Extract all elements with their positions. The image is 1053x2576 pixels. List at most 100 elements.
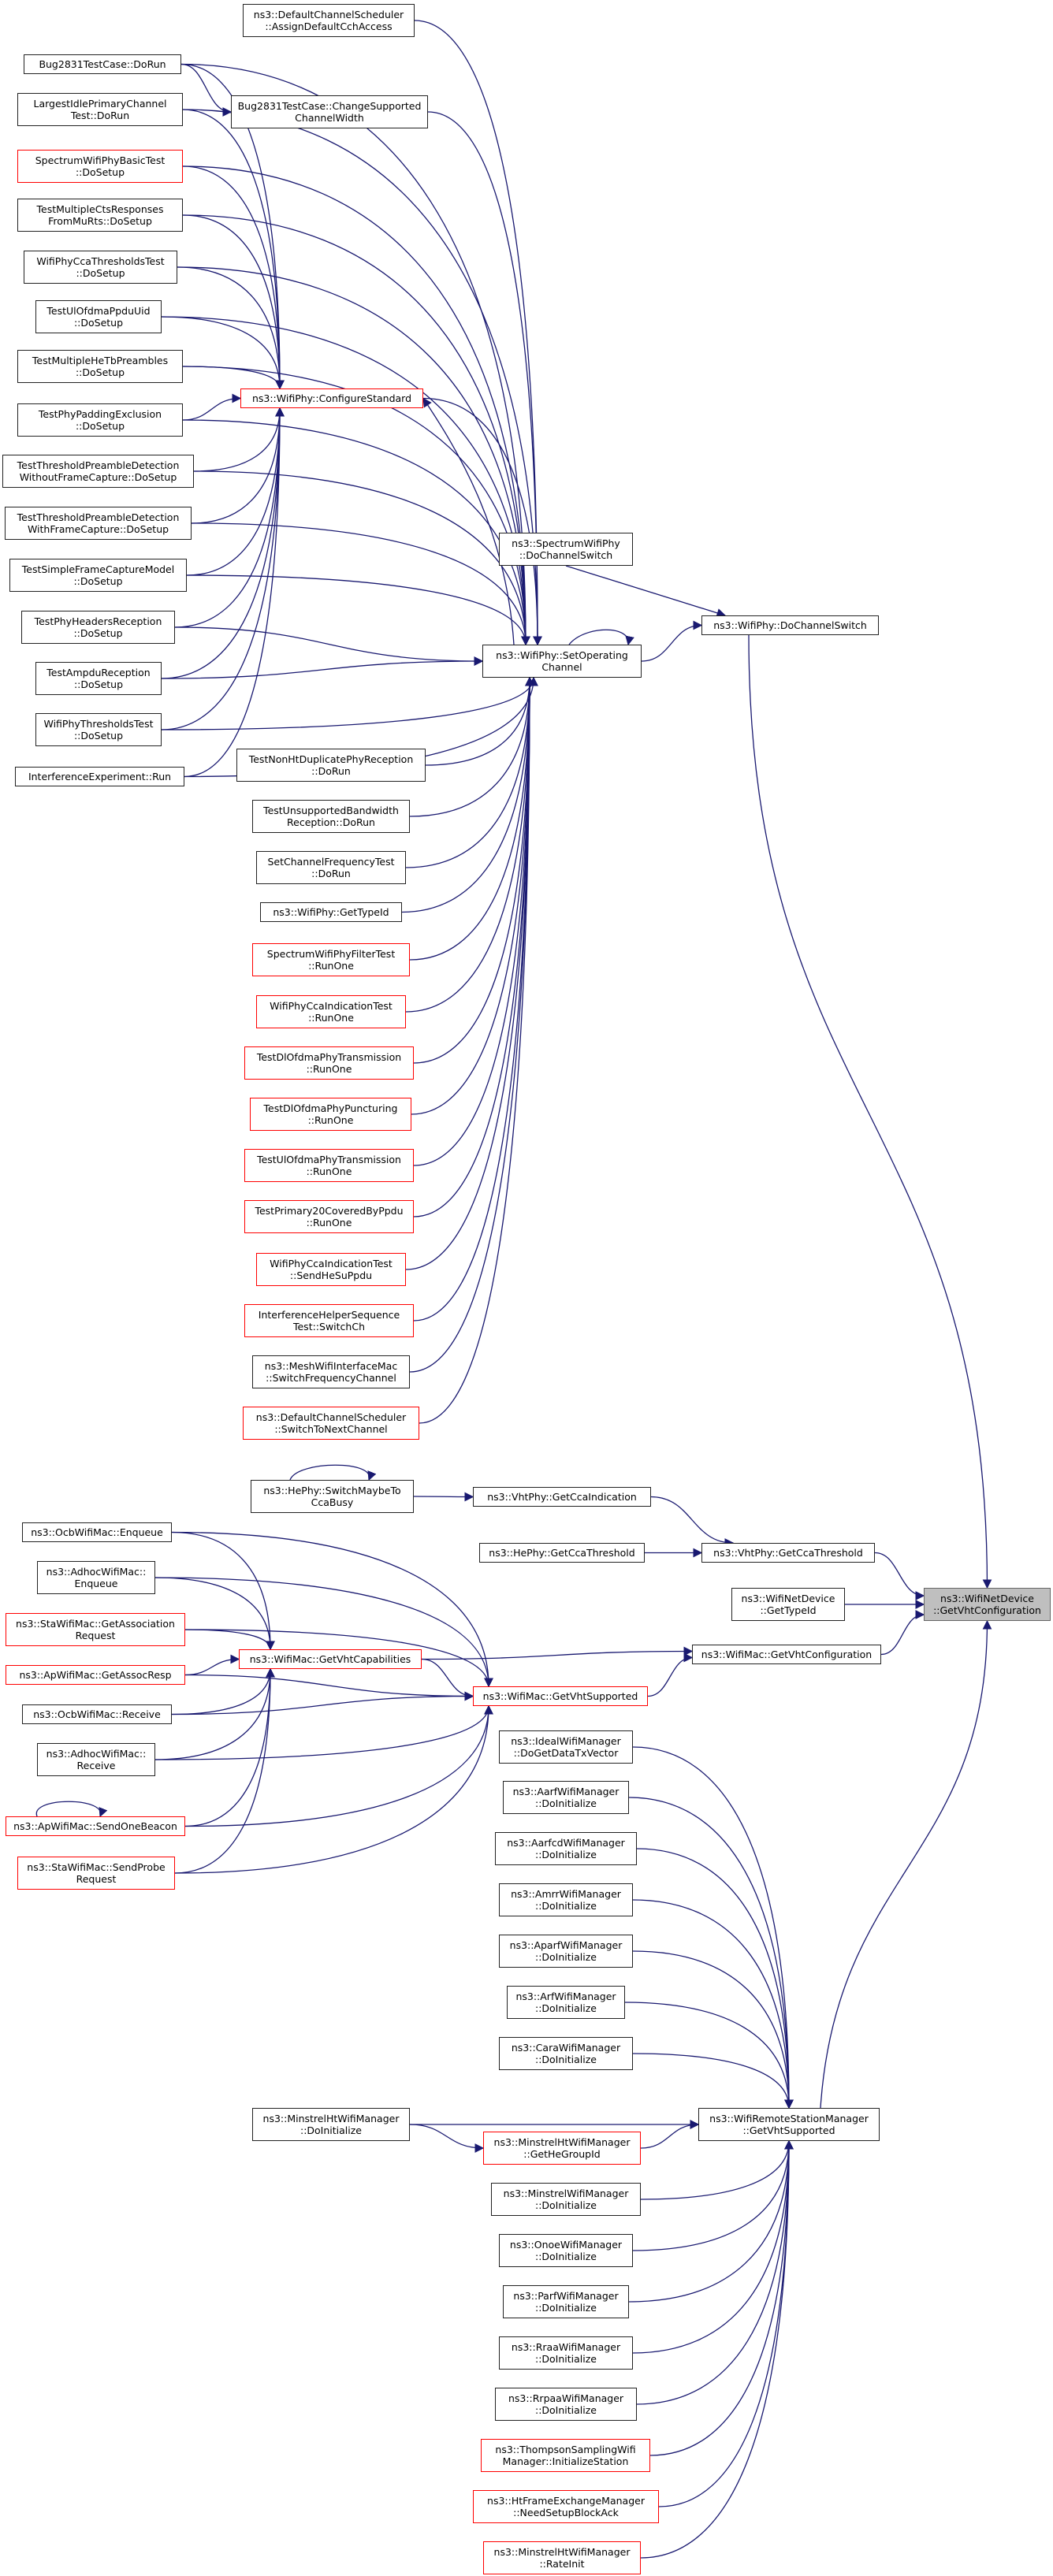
edge-n54-n61 bbox=[628, 1797, 794, 2109]
node-ideal-wifi-manager-do-get-data-tx-vector[interactable]: ns3::IdealWifiManager::DoGetDataTxVector bbox=[499, 1730, 633, 1764]
edge-n9-n10 bbox=[182, 366, 285, 390]
node-ocb-wifi-mac-receive[interactable]: ns3::OcbWifiMac::Receive bbox=[22, 1704, 172, 1724]
node-adhoc-wifi-mac-enqueue[interactable]: ns3::AdhocWifiMac::Enqueue bbox=[37, 1561, 155, 1594]
edge-n45-n48 bbox=[421, 1658, 474, 1701]
node-ul-ofdma-ppdu-uid[interactable]: TestUlOfdmaPpduUid::DoSetup bbox=[35, 300, 162, 333]
edge-n6-n18 bbox=[182, 214, 530, 646]
node-label-1: Bug2831TestCase::ChangeSupported bbox=[237, 100, 422, 112]
edge-n21-n10 bbox=[184, 407, 285, 778]
node-spectrum-wifi-phy-basic-test[interactable]: SpectrumWifiPhyBasicTest::DoSetup bbox=[17, 150, 183, 183]
node-dl-ofdma-phy-transmission[interactable]: TestDlOfdmaPhyTransmission::RunOne bbox=[244, 1046, 414, 1080]
node-ap-wifi-mac-send-one-beacon[interactable]: ns3::ApWifiMac::SendOneBeacon bbox=[6, 1816, 185, 1836]
node-amrr-wifi-manager-do-initialize[interactable]: ns3::AmrrWifiManager::DoInitialize bbox=[499, 1883, 633, 1916]
node-dl-ofdma-phy-puncturing[interactable]: TestDlOfdmaPhyPuncturing::RunOne bbox=[250, 1098, 411, 1131]
node-wifi-net-device-get-vht-configuration[interactable]: ns3::WifiNetDevice::GetVhtConfiguration bbox=[924, 1588, 1051, 1621]
edge-n51-self bbox=[35, 1801, 108, 1818]
node-minstrel-ht-wifi-manager-get-he-group-id[interactable]: ns3::MinstrelHtWifiManager::GetHeGroupId bbox=[483, 2132, 641, 2165]
node-arf-wifi-manager-do-initialize[interactable]: ns3::ArfWifiManager::DoInitialize bbox=[507, 1986, 625, 2019]
node-cca-indication-test-runone[interactable]: WifiPhyCcaIndicationTest::RunOne bbox=[256, 995, 406, 1028]
node-bug2831-dorun[interactable]: Bug2831TestCase::DoRun bbox=[24, 54, 181, 74]
node-label-2: ::DoRun bbox=[311, 868, 351, 879]
node-label-1: ns3::AarfWifiManager bbox=[512, 1786, 620, 1797]
edge-n30-n18 bbox=[413, 676, 534, 1166]
node-default-channel-scheduler-switch[interactable]: ns3::DefaultChannelScheduler::SwitchToNe… bbox=[243, 1407, 419, 1440]
node-label-2: ::RunOne bbox=[306, 1217, 352, 1229]
node-multiple-he-tb-preambles[interactable]: TestMultipleHeTbPreambles::DoSetup bbox=[17, 350, 183, 383]
node-label-2: Request bbox=[75, 1630, 116, 1641]
node-cara-wifi-manager-do-initialize[interactable]: ns3::CaraWifiManager::DoInitialize bbox=[499, 2037, 633, 2070]
node-non-ht-duplicate-phy-reception[interactable]: TestNonHtDuplicatePhyReception::DoRun bbox=[236, 749, 426, 782]
node-label-1: ns3::MeshWifiInterfaceMac bbox=[264, 1360, 398, 1372]
node-label-2: ::DoSetup bbox=[75, 366, 125, 378]
node-aarfcd-wifi-manager-do-initialize[interactable]: ns3::AarfcdWifiManager::DoInitialize bbox=[495, 1832, 637, 1865]
node-spectrum-wifi-phy-do-channel-switch[interactable]: ns3::SpectrumWifiPhy::DoChannelSwitch bbox=[499, 533, 633, 566]
edge-n65-n61 bbox=[628, 2139, 794, 2303]
node-parf-wifi-manager-do-initialize[interactable]: ns3::ParfWifiManager::DoInitialize bbox=[503, 2285, 629, 2318]
node-wifi-remote-station-manager-get-vht-supported[interactable]: ns3::WifiRemoteStationManager::GetVhtSup… bbox=[698, 2108, 880, 2141]
node-label-1: LargestIdlePrimaryChannel bbox=[33, 98, 167, 110]
node-ampdu-reception[interactable]: TestAmpduReception::DoSetup bbox=[35, 662, 162, 695]
node-label-1: ns3::VhtPhy::GetCcaThreshold bbox=[713, 1547, 863, 1559]
node-label-1: ns3::OnoeWifiManager bbox=[509, 2239, 623, 2251]
node-vht-phy-get-cca-threshold[interactable]: ns3::VhtPhy::GetCcaThreshold bbox=[701, 1543, 875, 1563]
node-default-channel-scheduler-assign[interactable]: ns3::DefaultChannelScheduler::AssignDefa… bbox=[243, 4, 415, 37]
node-label-2: ::DoInitialize bbox=[534, 1797, 597, 1809]
node-ap-wifi-mac-get-assoc-resp[interactable]: ns3::ApWifiMac::GetAssocResp bbox=[6, 1665, 185, 1685]
node-label-1: ns3::MinstrelHtWifiManager bbox=[262, 2113, 400, 2124]
node-minstrel-ht-wifi-manager-do-initialize[interactable]: ns3::MinstrelHtWifiManager::DoInitialize bbox=[252, 2108, 410, 2141]
node-phy-padding-exclusion[interactable]: TestPhyPaddingExclusion::DoSetup bbox=[17, 403, 183, 437]
node-minstrel-ht-wifi-manager-rate-init[interactable]: ns3::MinstrelHtWifiManager::RateInit bbox=[483, 2541, 641, 2574]
node-vht-phy-get-cca-indication[interactable]: ns3::VhtPhy::GetCcaIndication bbox=[473, 1487, 651, 1507]
node-wifi-net-device-get-type-id[interactable]: ns3::WifiNetDevice::GetTypeId bbox=[731, 1588, 845, 1621]
node-simple-frame-capture-model[interactable]: TestSimpleFrameCaptureModel::DoSetup bbox=[9, 559, 187, 592]
node-cca-indication-send-he-su-ppdu[interactable]: WifiPhyCcaIndicationTest::SendHeSuPpdu bbox=[256, 1253, 406, 1286]
node-label-1: ns3::WifiMac::GetVhtCapabilities bbox=[249, 1653, 411, 1665]
node-label-2: ::DoSetup bbox=[73, 627, 123, 639]
node-label-1: TestUlOfdmaPhyTransmission bbox=[257, 1154, 401, 1165]
edge-n17-n10 bbox=[174, 407, 285, 628]
node-label-1: ns3::ApWifiMac::SendOneBeacon bbox=[13, 1820, 177, 1832]
node-he-phy-get-cca-threshold[interactable]: ns3::HePhy::GetCcaThreshold bbox=[479, 1543, 645, 1563]
node-ocb-wifi-mac-enqueue[interactable]: ns3::OcbWifiMac::Enqueue bbox=[22, 1522, 172, 1542]
node-phy-headers-reception[interactable]: TestPhyHeadersReception::DoSetup bbox=[21, 611, 175, 644]
node-interference-experiment-run[interactable]: InterferenceExperiment::Run bbox=[15, 767, 184, 786]
node-wifi-phy-do-channel-switch[interactable]: ns3::WifiPhy::DoChannelSwitch bbox=[701, 615, 879, 635]
node-minstrel-wifi-manager-do-initialize[interactable]: ns3::MinstrelWifiManager::DoInitialize bbox=[491, 2183, 641, 2216]
node-spectrum-wifi-phy-filter-test[interactable]: SpectrumWifiPhyFilterTest::RunOne bbox=[252, 943, 410, 976]
edge-n22-n18 bbox=[425, 676, 534, 766]
node-primary20-covered-by-ppdu[interactable]: TestPrimary20CoveredByPpdu::RunOne bbox=[244, 1200, 414, 1233]
node-wifi-phy-thresholds-test[interactable]: WifiPhyThresholdsTest::DoSetup bbox=[35, 713, 162, 746]
edge-n33-n18 bbox=[413, 676, 534, 1321]
node-aparf-wifi-manager-do-initialize[interactable]: ns3::AparfWifiManager::DoInitialize bbox=[499, 1935, 633, 1968]
node-mesh-switch-frequency-channel[interactable]: ns3::MeshWifiInterfaceMac::SwitchFrequen… bbox=[252, 1355, 410, 1388]
node-onoe-wifi-manager-do-initialize[interactable]: ns3::OnoeWifiManager::DoInitialize bbox=[499, 2234, 633, 2267]
node-wifi-phy-configure-standard[interactable]: ns3::WifiPhy::ConfigureStandard bbox=[240, 388, 423, 408]
node-wifi-mac-get-vht-supported[interactable]: ns3::WifiMac::GetVhtSupported bbox=[473, 1686, 648, 1706]
node-wifi-phy-cca-thresholds-test[interactable]: WifiPhyCcaThresholdsTest::DoSetup bbox=[24, 251, 177, 284]
node-rraa-wifi-manager-do-initialize[interactable]: ns3::RraaWifiManager::DoInitialize bbox=[499, 2336, 633, 2370]
node-rrpaa-wifi-manager-do-initialize[interactable]: ns3::RrpaaWifiManager::DoInitialize bbox=[495, 2388, 637, 2421]
node-ul-ofdma-phy-transmission[interactable]: TestUlOfdmaPhyTransmission::RunOne bbox=[244, 1149, 414, 1182]
node-set-channel-frequency-test[interactable]: SetChannelFrequencyTest::DoRun bbox=[256, 851, 406, 884]
node-wifi-phy-get-type-id[interactable]: ns3::WifiPhy::GetTypeId bbox=[260, 902, 402, 922]
edge-n19-n10 bbox=[161, 407, 285, 679]
node-ht-frame-exchange-manager-need-setup-block-ack[interactable]: ns3::HtFrameExchangeManager::NeedSetupBl… bbox=[473, 2490, 659, 2523]
node-label-1: ns3::AparfWifiManager bbox=[509, 1939, 623, 1951]
node-wifi-mac-get-vht-capabilities[interactable]: ns3::WifiMac::GetVhtCapabilities bbox=[239, 1649, 422, 1669]
node-aarf-wifi-manager-do-initialize[interactable]: ns3::AarfWifiManager::DoInitialize bbox=[503, 1781, 629, 1814]
node-wifi-mac-get-vht-configuration[interactable]: ns3::WifiMac::GetVhtConfiguration bbox=[692, 1645, 881, 1664]
node-adhoc-wifi-mac-receive[interactable]: ns3::AdhocWifiMac::Receive bbox=[37, 1743, 155, 1776]
